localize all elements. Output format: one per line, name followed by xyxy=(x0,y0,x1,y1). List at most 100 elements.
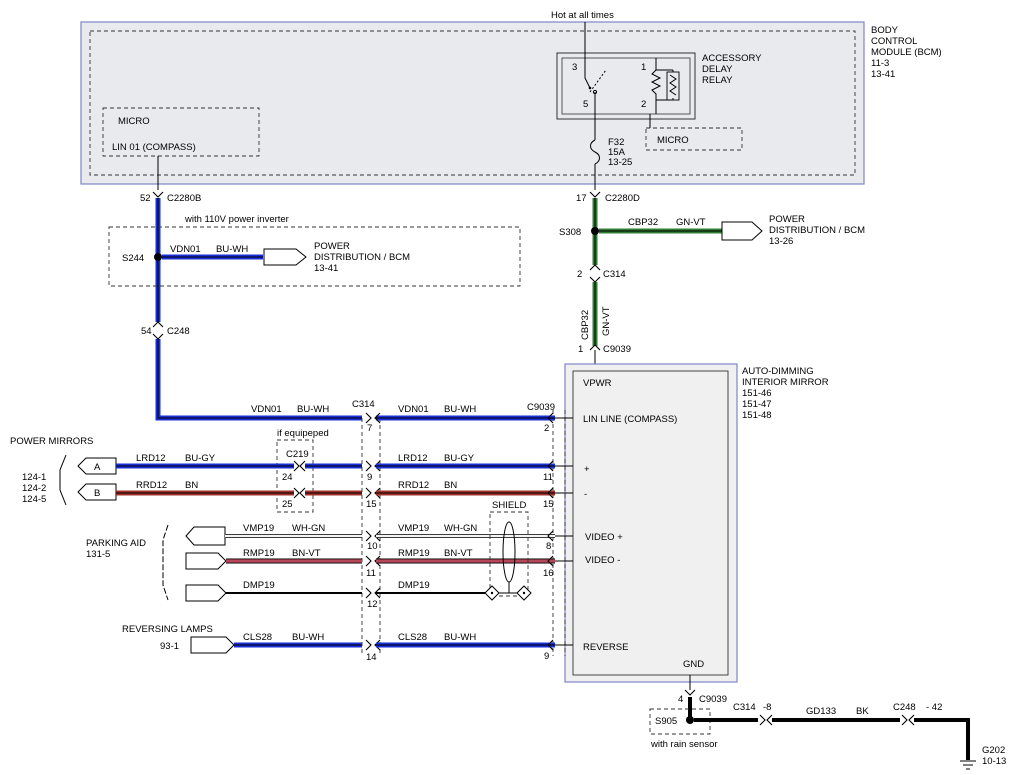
svg-text:S905: S905 xyxy=(655,716,677,727)
mirror-gnd: GND xyxy=(683,659,704,670)
ground-c9039-label: C9039 xyxy=(699,694,727,705)
c219-label: C219 xyxy=(286,449,309,460)
svg-text:RRD12: RRD12 xyxy=(398,480,429,491)
svg-text:15: 15 xyxy=(366,499,377,510)
c314-mid-label: C314 xyxy=(352,399,375,410)
svg-text:BU-WH: BU-WH xyxy=(444,632,476,643)
svg-text:VMP19: VMP19 xyxy=(243,523,274,534)
svg-text:S308: S308 xyxy=(559,227,581,238)
svg-text:BU-WH: BU-WH xyxy=(297,404,329,415)
svg-text:2: 2 xyxy=(544,423,549,434)
svg-text:RMP19: RMP19 xyxy=(243,548,275,559)
svg-text:151-48: 151-48 xyxy=(742,410,772,421)
svg-text:9: 9 xyxy=(367,472,372,483)
inverter-destination: POWER DISTRIBUTION / BCM 13-41 xyxy=(314,241,410,274)
svg-text:14: 14 xyxy=(366,652,377,663)
svg-text:11-3: 11-3 xyxy=(871,58,889,69)
inverter-note: with 110V power inverter xyxy=(184,214,289,225)
c2280b-label: C2280B xyxy=(167,193,201,204)
ground-c248-pin: - 42 xyxy=(926,702,942,713)
svg-text:DMP19: DMP19 xyxy=(243,580,275,591)
svg-text:VMP19: VMP19 xyxy=(398,523,429,534)
reversing-connector xyxy=(190,636,235,654)
svg-text:93-1: 93-1 xyxy=(160,641,179,652)
svg-text:S244: S244 xyxy=(122,253,144,264)
svg-text:10: 10 xyxy=(367,541,378,552)
svg-text:WH-GN: WH-GN xyxy=(444,523,477,534)
svg-text:24: 24 xyxy=(282,472,293,483)
svg-text:16: 16 xyxy=(543,568,554,579)
svg-text:MICRO: MICRO xyxy=(657,135,689,146)
svg-text:RRD12: RRD12 xyxy=(136,480,167,491)
c248-pin: 54 xyxy=(141,326,152,337)
svg-text:CBP32: CBP32 xyxy=(628,217,658,228)
power-mirrors-bracket-icon xyxy=(59,454,67,506)
hot-at-all-times-label: Hot at all times xyxy=(551,10,614,21)
svg-text:13-26: 13-26 xyxy=(769,236,793,247)
power-distribution-bcm-arrow-2 xyxy=(721,221,763,241)
svg-text:BN-VT: BN-VT xyxy=(292,548,321,559)
c219-dashed-box xyxy=(276,439,314,513)
svg-text:13-41: 13-41 xyxy=(314,263,338,274)
cbp32-vertical-label: CBP32 xyxy=(580,310,591,340)
svg-text:VDN01: VDN01 xyxy=(398,404,429,415)
svg-text:11: 11 xyxy=(366,568,376,579)
svg-text:151-46: 151-46 xyxy=(742,388,772,399)
svg-text:BN: BN xyxy=(185,480,198,491)
svg-text:AUTO-DIMMING: AUTO-DIMMING xyxy=(742,366,814,377)
c9039-top-pin: 1 xyxy=(578,344,583,355)
svg-text:PARKING AID: PARKING AID xyxy=(86,538,146,549)
mirror-plus: + xyxy=(584,464,590,475)
c314-top-label: C314 xyxy=(603,269,626,280)
svg-text:11: 11 xyxy=(543,472,553,483)
svg-text:124-2: 124-2 xyxy=(22,483,46,494)
svg-text:25: 25 xyxy=(282,499,293,510)
svg-text:B: B xyxy=(94,488,100,499)
power-mirrors-refs: 124-1 124-2 124-5 xyxy=(22,472,46,505)
svg-text:BU-WH: BU-WH xyxy=(292,632,324,643)
svg-text:POWER: POWER xyxy=(314,241,350,252)
c2280b-pin: 52 xyxy=(140,193,151,204)
s308-splice xyxy=(591,227,599,235)
svg-text:BU-WH: BU-WH xyxy=(216,244,248,255)
bcm-module-box xyxy=(80,21,865,185)
parking-aid-label: PARKING AID 131-5 xyxy=(86,538,146,560)
accessory-relay-box xyxy=(556,52,696,120)
parking-connector-3 xyxy=(185,584,227,602)
ground-c314-label: C314 xyxy=(733,702,756,713)
svg-text:9: 9 xyxy=(544,651,549,662)
svg-text:BU-WH: BU-WH xyxy=(444,404,476,415)
mirror-title: AUTO-DIMMING INTERIOR MIRROR 151-46 151-… xyxy=(742,366,829,421)
s308-destination: POWER DISTRIBUTION / BCM 13-26 xyxy=(769,214,865,247)
mirror-reverse: REVERSE xyxy=(583,642,628,653)
mirror-vpwr: VPWR xyxy=(583,378,612,389)
s905-splice xyxy=(686,716,694,724)
svg-text:INTERIOR MIRROR: INTERIOR MIRROR xyxy=(742,377,829,388)
svg-text:DELAY: DELAY xyxy=(702,64,733,75)
svg-text:DISTRIBUTION / BCM: DISTRIBUTION / BCM xyxy=(314,252,410,263)
svg-text:BODY: BODY xyxy=(871,25,899,36)
svg-text:DMP19: DMP19 xyxy=(398,580,430,591)
shield-twist-icon xyxy=(502,521,516,583)
svg-text:13-41: 13-41 xyxy=(871,69,895,80)
shield-dashed-box xyxy=(489,511,529,597)
svg-text:151-47: 151-47 xyxy=(742,399,772,410)
c314-top-pin: 2 xyxy=(577,269,582,280)
parking-connector-1 xyxy=(185,526,226,546)
gd133-wire: GD133 xyxy=(806,706,836,717)
micro-left-box xyxy=(102,107,260,157)
mirror-video-minus: VIDEO - xyxy=(585,555,620,566)
svg-text:POWER: POWER xyxy=(769,214,805,225)
svg-text:LRD12: LRD12 xyxy=(398,453,428,464)
fuse-f32-label: F32 15A 13-25 xyxy=(608,137,632,168)
svg-text:DISTRIBUTION / BCM: DISTRIBUTION / BCM xyxy=(769,225,865,236)
svg-text:15A: 15A xyxy=(608,147,626,158)
inverter-dashed-box xyxy=(108,226,521,287)
svg-text:LIN 01 (COMPASS): LIN 01 (COMPASS) xyxy=(112,142,196,153)
fuse-f32-icon xyxy=(590,139,600,165)
svg-text:BN: BN xyxy=(444,480,457,491)
ground-c314-pin: -8 xyxy=(763,702,771,713)
svg-text:BN-VT: BN-VT xyxy=(444,548,473,559)
svg-text:131-5: 131-5 xyxy=(86,549,110,560)
c9039-top-label: C9039 xyxy=(603,344,631,355)
